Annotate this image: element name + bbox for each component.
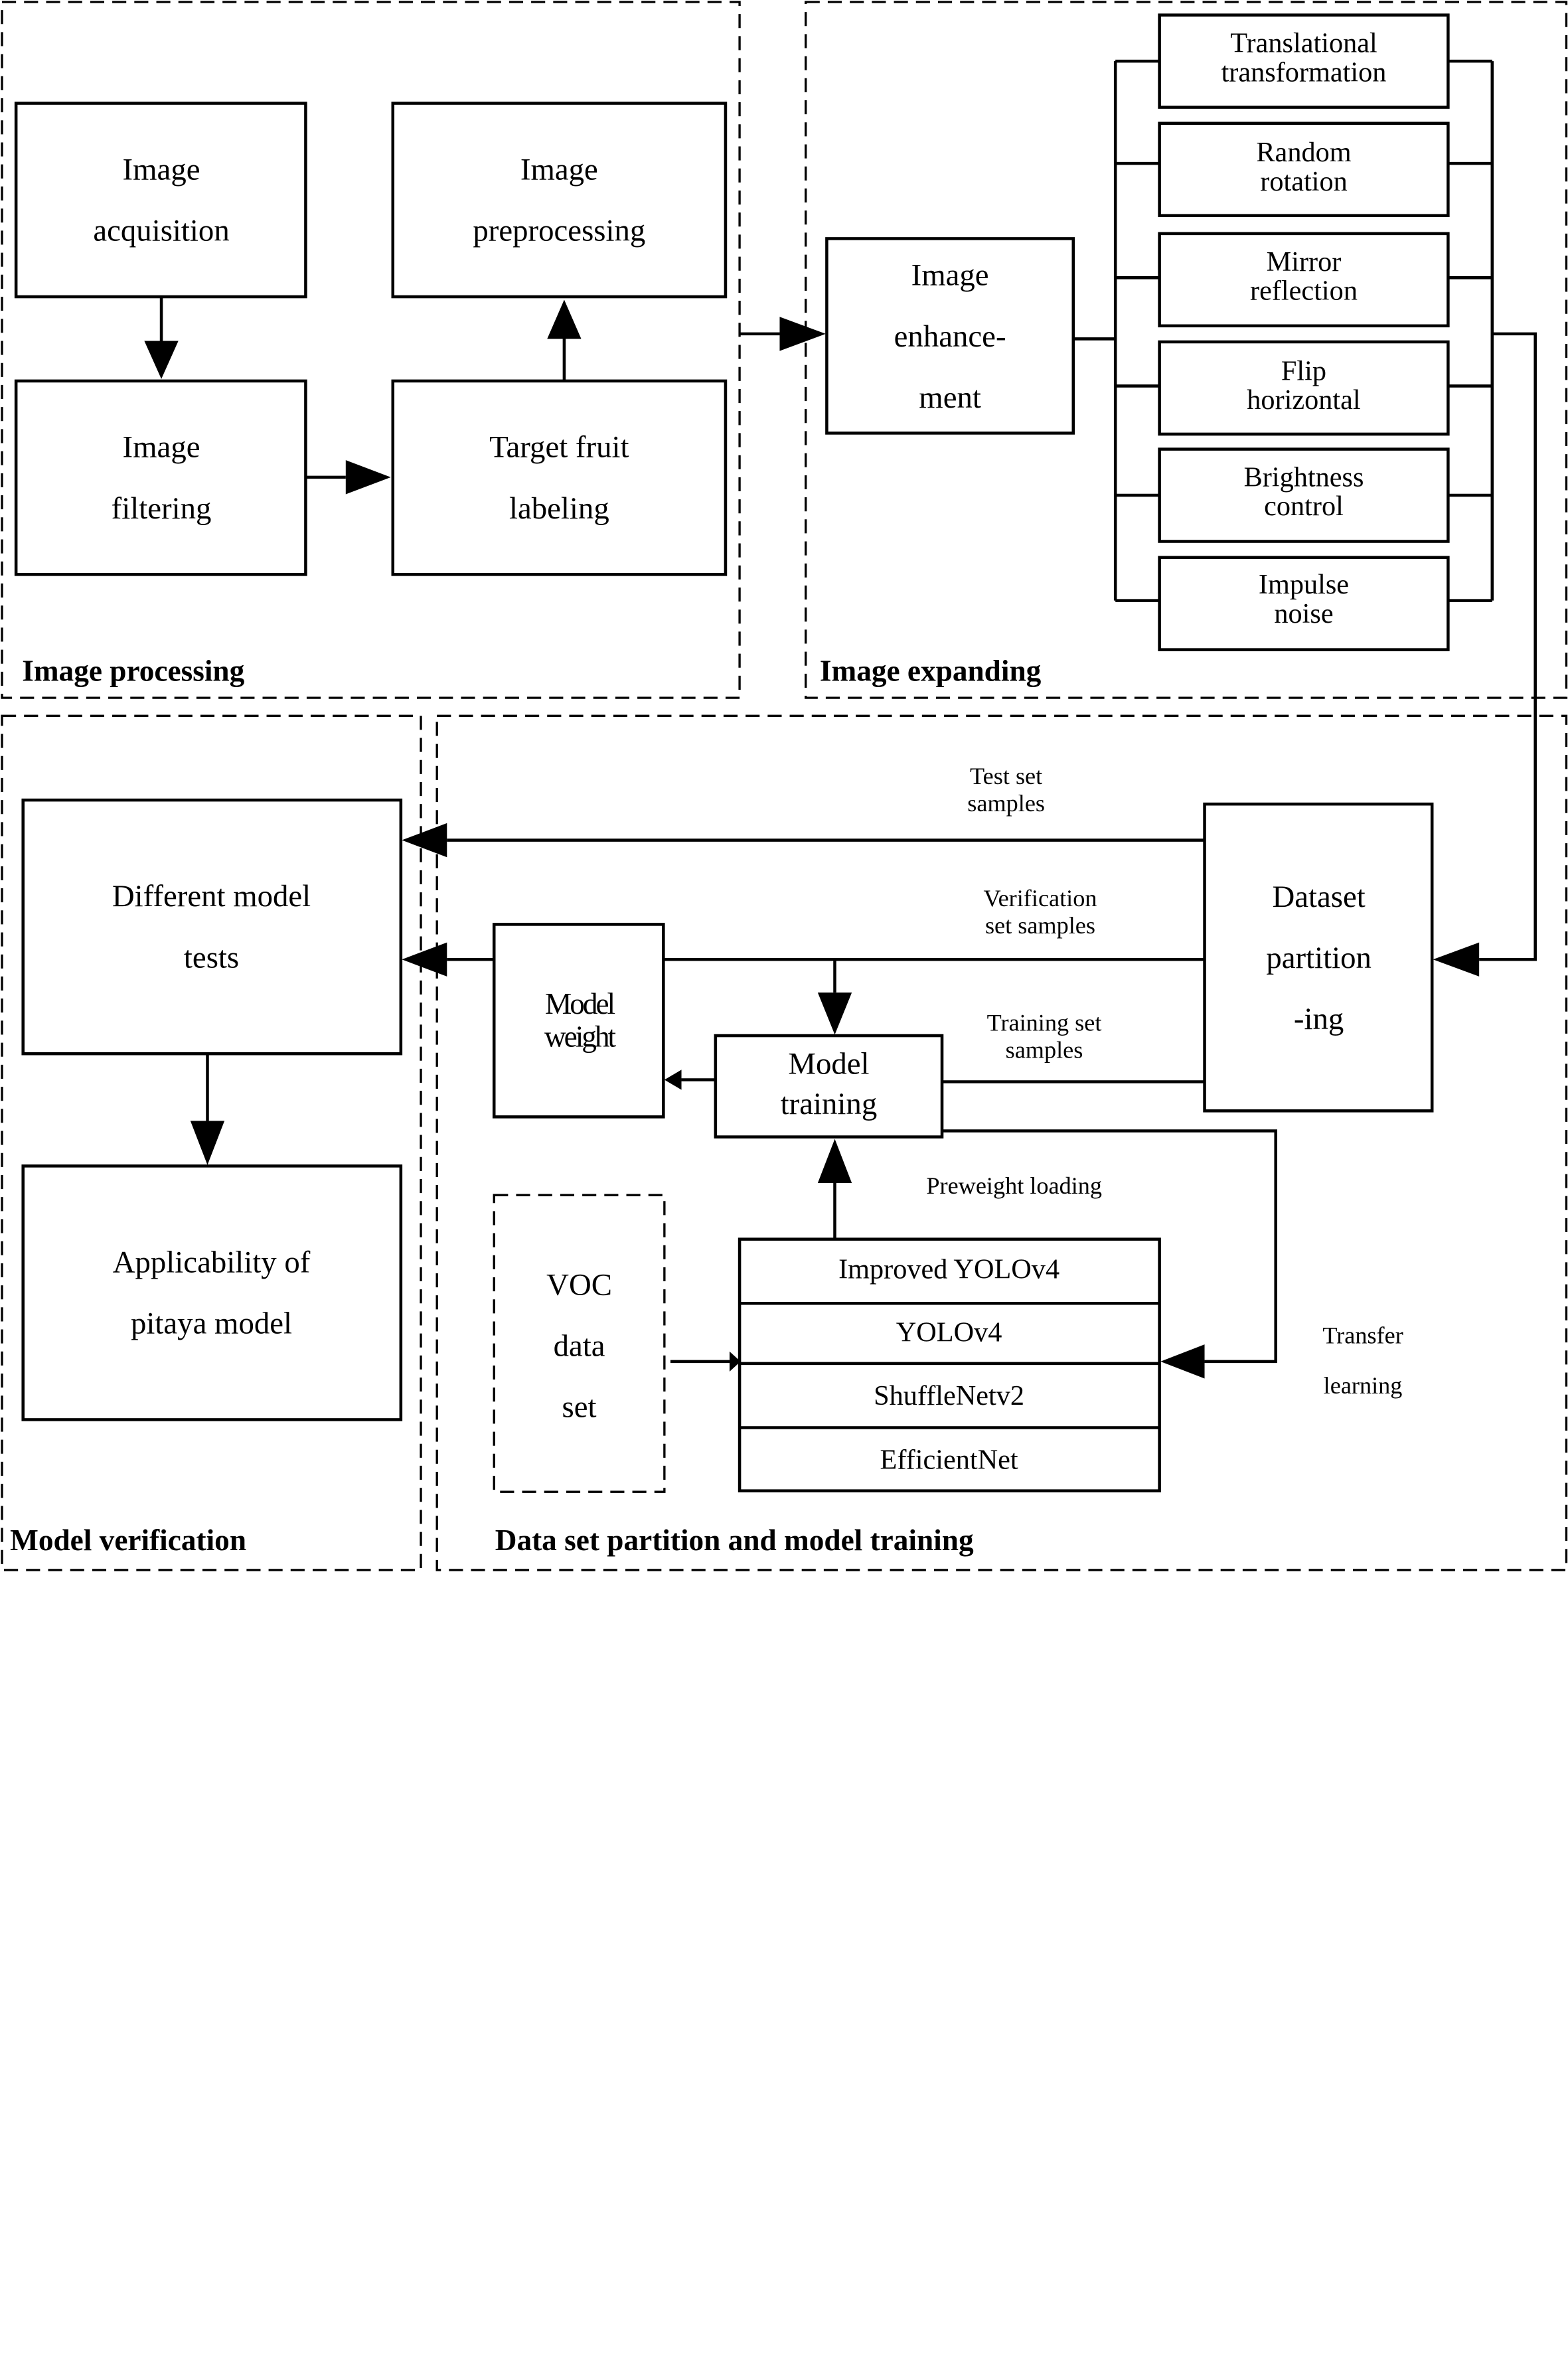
different-model-tests-box	[21, 798, 403, 1056]
model-yolov4: YOLOv4	[896, 1317, 1002, 1349]
preweight-loading-label: Preweight loading	[926, 1173, 1103, 1200]
applicability-box	[21, 1164, 403, 1421]
diagram-lines	[1, 1, 1568, 1571]
model-improved-yolov4: Improved YOLOv4	[838, 1254, 1060, 1286]
enh-box-4	[1158, 340, 1450, 436]
dataset-partitioning-box	[1203, 802, 1434, 1113]
enh-box-5	[1158, 447, 1450, 543]
model-shufflenetv2: ShuffleNetv2	[874, 1380, 1025, 1412]
image-acquisition-box	[14, 102, 307, 299]
section-frame-image-expanding	[805, 1, 1568, 699]
enh-box-2	[1158, 121, 1450, 217]
image-preprocessing-box	[391, 102, 728, 299]
model-efficientnet: EfficientNet	[880, 1445, 1018, 1476]
section-frame-image-processing	[1, 1, 741, 699]
section-title-image-processing: Image processing	[22, 655, 245, 688]
enh-box-3	[1158, 232, 1450, 328]
section-title-model-verification: Model verification	[10, 1524, 247, 1557]
model-training-box	[714, 1034, 944, 1139]
section-frame-model-verification	[1, 714, 422, 1571]
voc-box-frame	[493, 1194, 666, 1493]
section-title-data-set-partition: Data set partition and model training	[495, 1524, 974, 1557]
model-weight-box	[492, 923, 665, 1119]
target-fruit-labeling-box	[391, 379, 728, 576]
section-title-image-expanding: Image expanding	[819, 655, 1042, 688]
image-enhancement-box	[825, 237, 1075, 435]
section-frame-data-set-partition	[435, 714, 1568, 1571]
enh-box-6	[1158, 556, 1450, 651]
